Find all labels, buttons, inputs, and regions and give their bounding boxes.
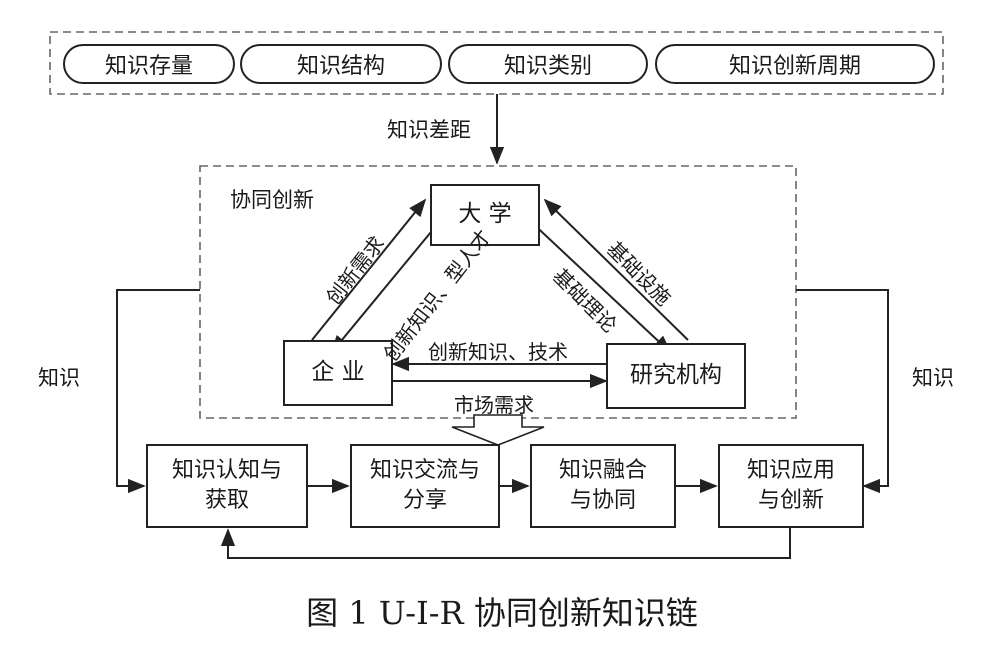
arrow-university-to-enterprise xyxy=(330,214,446,354)
research-institute-box: 研究机构 xyxy=(606,343,746,409)
knowledge-gap-label: 知识差距 xyxy=(387,118,471,142)
right-knowledge-label: 知识 xyxy=(912,366,954,390)
flow-label-knowledge-technology: 创新知识、技术 xyxy=(428,340,568,364)
right-knowledge-line xyxy=(796,289,889,494)
feedback-loop xyxy=(220,528,791,559)
process-step-acquisition: 知识认知与获取 xyxy=(146,444,308,528)
left-knowledge-line xyxy=(116,289,200,494)
arrow-institute-to-university xyxy=(543,198,689,341)
process-step-application: 知识应用与创新 xyxy=(718,444,864,528)
attributes-container xyxy=(49,31,944,95)
attribute-knowledge-innovation-cycle: 知识创新周期 xyxy=(655,44,935,84)
arrow-university-to-institute xyxy=(526,217,672,354)
attribute-knowledge-stock: 知识存量 xyxy=(63,44,235,84)
attribute-knowledge-category: 知识类别 xyxy=(448,44,648,84)
process-step-integration: 知识融合与协同 xyxy=(530,444,676,528)
arrow-enterprise-to-university xyxy=(311,198,427,341)
process-step-sharing: 知识交流与分享 xyxy=(350,444,500,528)
left-knowledge-label: 知识 xyxy=(38,366,80,390)
collab-region-label: 协同创新 xyxy=(230,188,314,212)
market-demand-label: 市场需求 xyxy=(454,393,534,417)
figure-caption: 图 1 U-I-R 协同创新知识链 xyxy=(306,594,698,632)
attribute-knowledge-structure: 知识结构 xyxy=(240,44,442,84)
university-box: 大 学 xyxy=(430,184,540,246)
market-demand-arrow xyxy=(451,414,545,446)
enterprise-box: 企 业 xyxy=(283,340,393,406)
